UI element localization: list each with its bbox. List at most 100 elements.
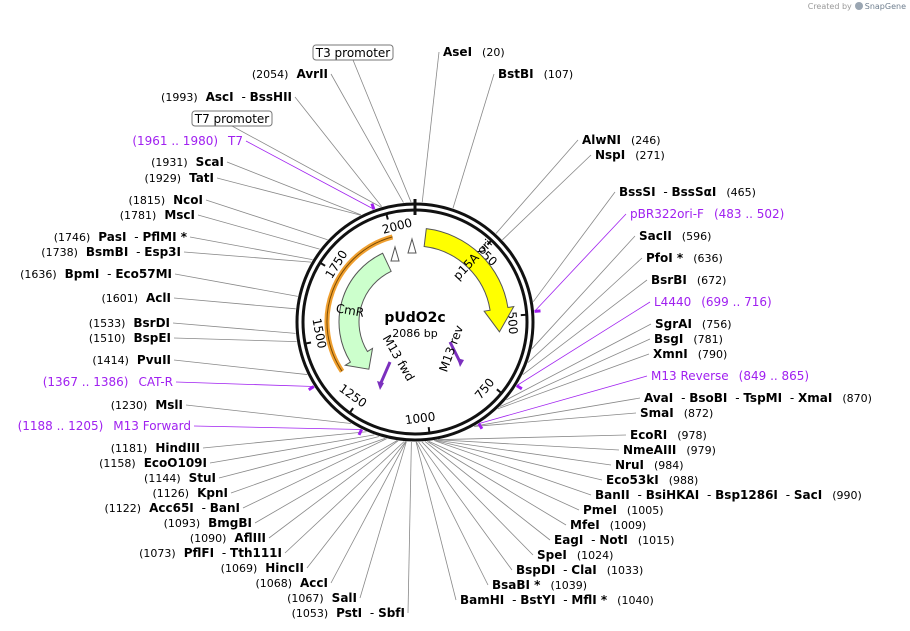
enzyme-name: PstI xyxy=(336,606,362,620)
site-position: (1093) xyxy=(164,517,201,530)
site-position: (20) xyxy=(482,46,505,59)
enzyme-name: BmgBI xyxy=(208,516,252,530)
leader-line xyxy=(216,177,361,216)
leader-line xyxy=(209,434,375,464)
label-bsrbi: BsrBI(672) xyxy=(651,273,726,287)
site-position: (1040) xyxy=(617,594,654,607)
primer-site-marker xyxy=(357,428,363,436)
site-position: (1009) xyxy=(610,519,647,532)
leader-line xyxy=(183,251,312,263)
leader-line xyxy=(416,441,489,586)
label-text: (1533)BsrDI xyxy=(89,316,170,330)
enzyme-name: TatI xyxy=(189,171,214,185)
leader-line xyxy=(452,73,495,209)
label-cat-r: (1367 .. 1386)CAT-R xyxy=(43,375,173,389)
label-stui: (1144)StuI xyxy=(144,471,216,485)
leader-line xyxy=(436,439,612,466)
label-spei: SpeI(1024) xyxy=(537,548,613,562)
enzyme-name: NcoI xyxy=(173,193,203,207)
site-position: (596) xyxy=(682,230,712,243)
leader-line xyxy=(175,381,314,387)
enzyme-name: Tth111I xyxy=(230,546,282,560)
label-ecori: EcoRI(978) xyxy=(630,428,707,442)
site-position: (271) xyxy=(635,149,665,162)
enzyme-name: BstYI xyxy=(520,593,555,607)
plasmid-name: pUdO2c xyxy=(384,310,445,326)
label-sali: (1067)SalI xyxy=(287,591,357,605)
label-ncoi: (1815) NcoI xyxy=(129,193,203,207)
label-text: BsaBI * (1039) xyxy=(492,578,587,592)
site-position: (790) xyxy=(698,348,728,361)
label-text: (1929)TatI xyxy=(144,171,214,185)
enzyme-name: PasI xyxy=(98,230,126,244)
site-position: (870) xyxy=(842,392,872,405)
leader-line xyxy=(185,404,351,424)
enzyme-name: KpnI xyxy=(197,486,228,500)
enzyme-name: BssSαI xyxy=(672,185,717,199)
label-text: (1188 .. 1205)M13 Forward xyxy=(18,419,191,433)
label-text: (1414)PvuII xyxy=(92,353,171,367)
enzyme-name: ScaI xyxy=(196,155,224,169)
label-text: (1738)BsmBI - Esp3I xyxy=(41,245,181,259)
leader-line xyxy=(478,375,648,425)
enzyme-name: Eco53kI xyxy=(606,473,659,487)
feature-name: (483 .. 502) xyxy=(714,207,784,221)
leader-line xyxy=(531,235,636,349)
site-position: (1039) xyxy=(550,579,587,592)
label-bspdi-clai: BspDI - ClaI(1033) xyxy=(516,563,643,577)
label-scai: (1931)ScaI xyxy=(151,155,224,169)
leader-line xyxy=(522,279,648,375)
site-position: (1601) xyxy=(101,292,138,305)
enzyme-name: SgrAI xyxy=(655,317,692,331)
enzyme-name: BspEI xyxy=(133,331,171,345)
site-position: (1181) xyxy=(111,442,148,455)
leader-line xyxy=(197,214,320,250)
leader-line xyxy=(174,273,298,297)
enzyme-name: BsoBI xyxy=(689,391,727,405)
leader-line xyxy=(437,439,620,451)
enzyme-name: Eco57MI xyxy=(115,267,172,281)
label-psti-sbfi: (1053)PstI - SbfI xyxy=(292,606,405,620)
site-position: (1636) xyxy=(20,268,57,281)
leader-line xyxy=(438,434,627,441)
label-pmei: PmeI(1005) xyxy=(583,503,663,517)
label-text: BanII - BsiHKAI - Bsp1286I - SacI(990) xyxy=(595,488,862,502)
leader-line xyxy=(205,199,328,241)
m13-fwd-primer-arrow xyxy=(378,361,392,386)
site-position: (1126) xyxy=(153,487,190,500)
label-text: BssSI - BssSαI(465) xyxy=(619,185,756,199)
label-text: (1067)SalI xyxy=(287,591,357,605)
label-hindiii: (1181)HindIII xyxy=(111,441,200,455)
label-text: (1230)MslI xyxy=(111,398,183,412)
site-position: (1053) xyxy=(292,607,329,620)
leader-line xyxy=(330,441,407,584)
enzyme-name: PfoI * xyxy=(646,251,684,265)
label-alwni: AlwNI(246) xyxy=(582,133,661,147)
label-text: (1601)AclI xyxy=(101,291,171,305)
enzyme-name: NruI xyxy=(615,458,644,472)
label-text: (1510)BspEI xyxy=(89,331,171,345)
site-position: (1815) xyxy=(129,194,166,207)
leader-line xyxy=(173,297,296,310)
tick-label: 1000 xyxy=(404,409,436,427)
site-position: (1122) xyxy=(105,502,142,515)
enzyme-name: AlwNI xyxy=(582,133,621,147)
leader-line xyxy=(284,441,405,554)
enzyme-name: TspMI xyxy=(743,391,782,405)
label-text: EcoRI(978) xyxy=(630,428,707,442)
leader-line xyxy=(306,441,406,569)
label-text: SmaI(872) xyxy=(640,406,713,420)
enzyme-name: NmeAIII xyxy=(623,443,676,457)
separator: - xyxy=(677,391,689,405)
enzyme-name: BsaBI * xyxy=(492,578,541,592)
site-position: (2054) xyxy=(252,68,289,81)
leader-line xyxy=(189,236,313,261)
site-position: (990) xyxy=(832,489,862,502)
feature-name: (849 .. 865) xyxy=(739,369,809,383)
label-text: (1781)MscI xyxy=(120,208,195,222)
tick-label: 2000 xyxy=(381,215,414,236)
label-text: pBR322ori-F(483 .. 502) xyxy=(630,207,784,221)
enzyme-name: EagI xyxy=(554,533,583,547)
site-position: (107) xyxy=(544,68,574,81)
label-bsssi-bsss-i: BssSI - BssSαI(465) xyxy=(619,185,756,199)
